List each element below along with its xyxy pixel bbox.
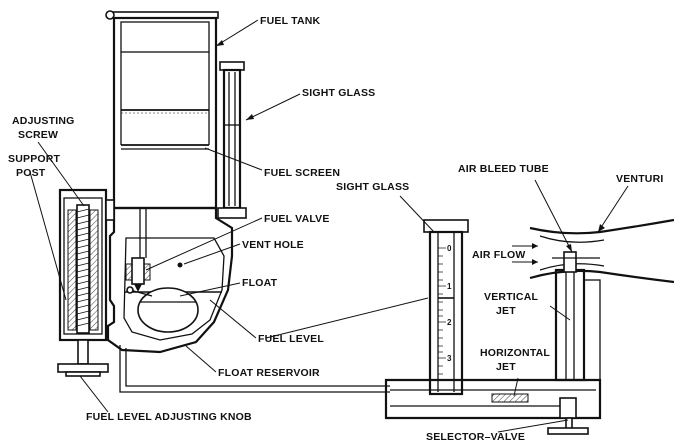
label-selector-valve: SELECTOR–VALVE: [426, 431, 525, 443]
label-horizontal-jet-line1: HORIZONTAL: [480, 347, 550, 359]
scale-tick-3: 3: [447, 354, 452, 363]
scale-tick-2: 2: [447, 318, 452, 327]
label-sight-glass-right: SIGHT GLASS: [336, 181, 409, 193]
scale-sight-glass: 0 1 2 3: [423, 219, 469, 396]
label-adjusting-screw-line2: SCREW: [18, 129, 58, 141]
scale-tick-0: 0: [447, 244, 452, 253]
label-vertical-jet-line1: VERTICAL: [484, 291, 538, 303]
tank-sight-glass: [217, 61, 247, 219]
support-post: [57, 188, 115, 377]
air-flow-arrows: [512, 243, 538, 265]
adjusting-screw-thread: [76, 208, 90, 327]
label-vent-hole: VENT HOLE: [242, 239, 304, 251]
label-fuel-level: FUEL LEVEL: [258, 333, 324, 345]
label-air-flow: AIR FLOW: [472, 249, 526, 261]
vertical-jet-column: [554, 268, 601, 382]
label-venturi: VENTURI: [616, 173, 664, 185]
float-reservoir: [106, 206, 390, 393]
label-float-reservoir: FLOAT RESERVOIR: [218, 367, 320, 379]
bottom-manifold: [384, 378, 602, 435]
label-fuel-valve: FUEL VALVE: [264, 213, 330, 225]
label-float: FLOAT: [242, 277, 278, 289]
leader-lines: [29, 19, 629, 433]
fuel-tank: [105, 10, 219, 210]
label-support-post-line2: POST: [16, 167, 46, 179]
label-fuel-screen: FUEL SCREEN: [264, 167, 340, 179]
label-fuel-tank: FUEL TANK: [260, 15, 321, 27]
venturi: [529, 218, 674, 284]
scale-tick-1: 1: [447, 282, 452, 291]
label-fuel-level-adjusting-knob: FUEL LEVEL ADJUSTING KNOB: [86, 411, 252, 423]
label-sight-glass-top: SIGHT GLASS: [302, 87, 375, 99]
label-support-post-line1: SUPPORT: [8, 153, 61, 165]
scale-ticks: [438, 247, 446, 375]
label-air-bleed-tube: AIR BLEED TUBE: [458, 163, 549, 175]
label-adjusting-screw-line1: ADJUSTING: [12, 115, 74, 127]
label-vertical-jet-line2: JET: [496, 305, 516, 317]
label-horizontal-jet-line2: JET: [496, 361, 516, 373]
